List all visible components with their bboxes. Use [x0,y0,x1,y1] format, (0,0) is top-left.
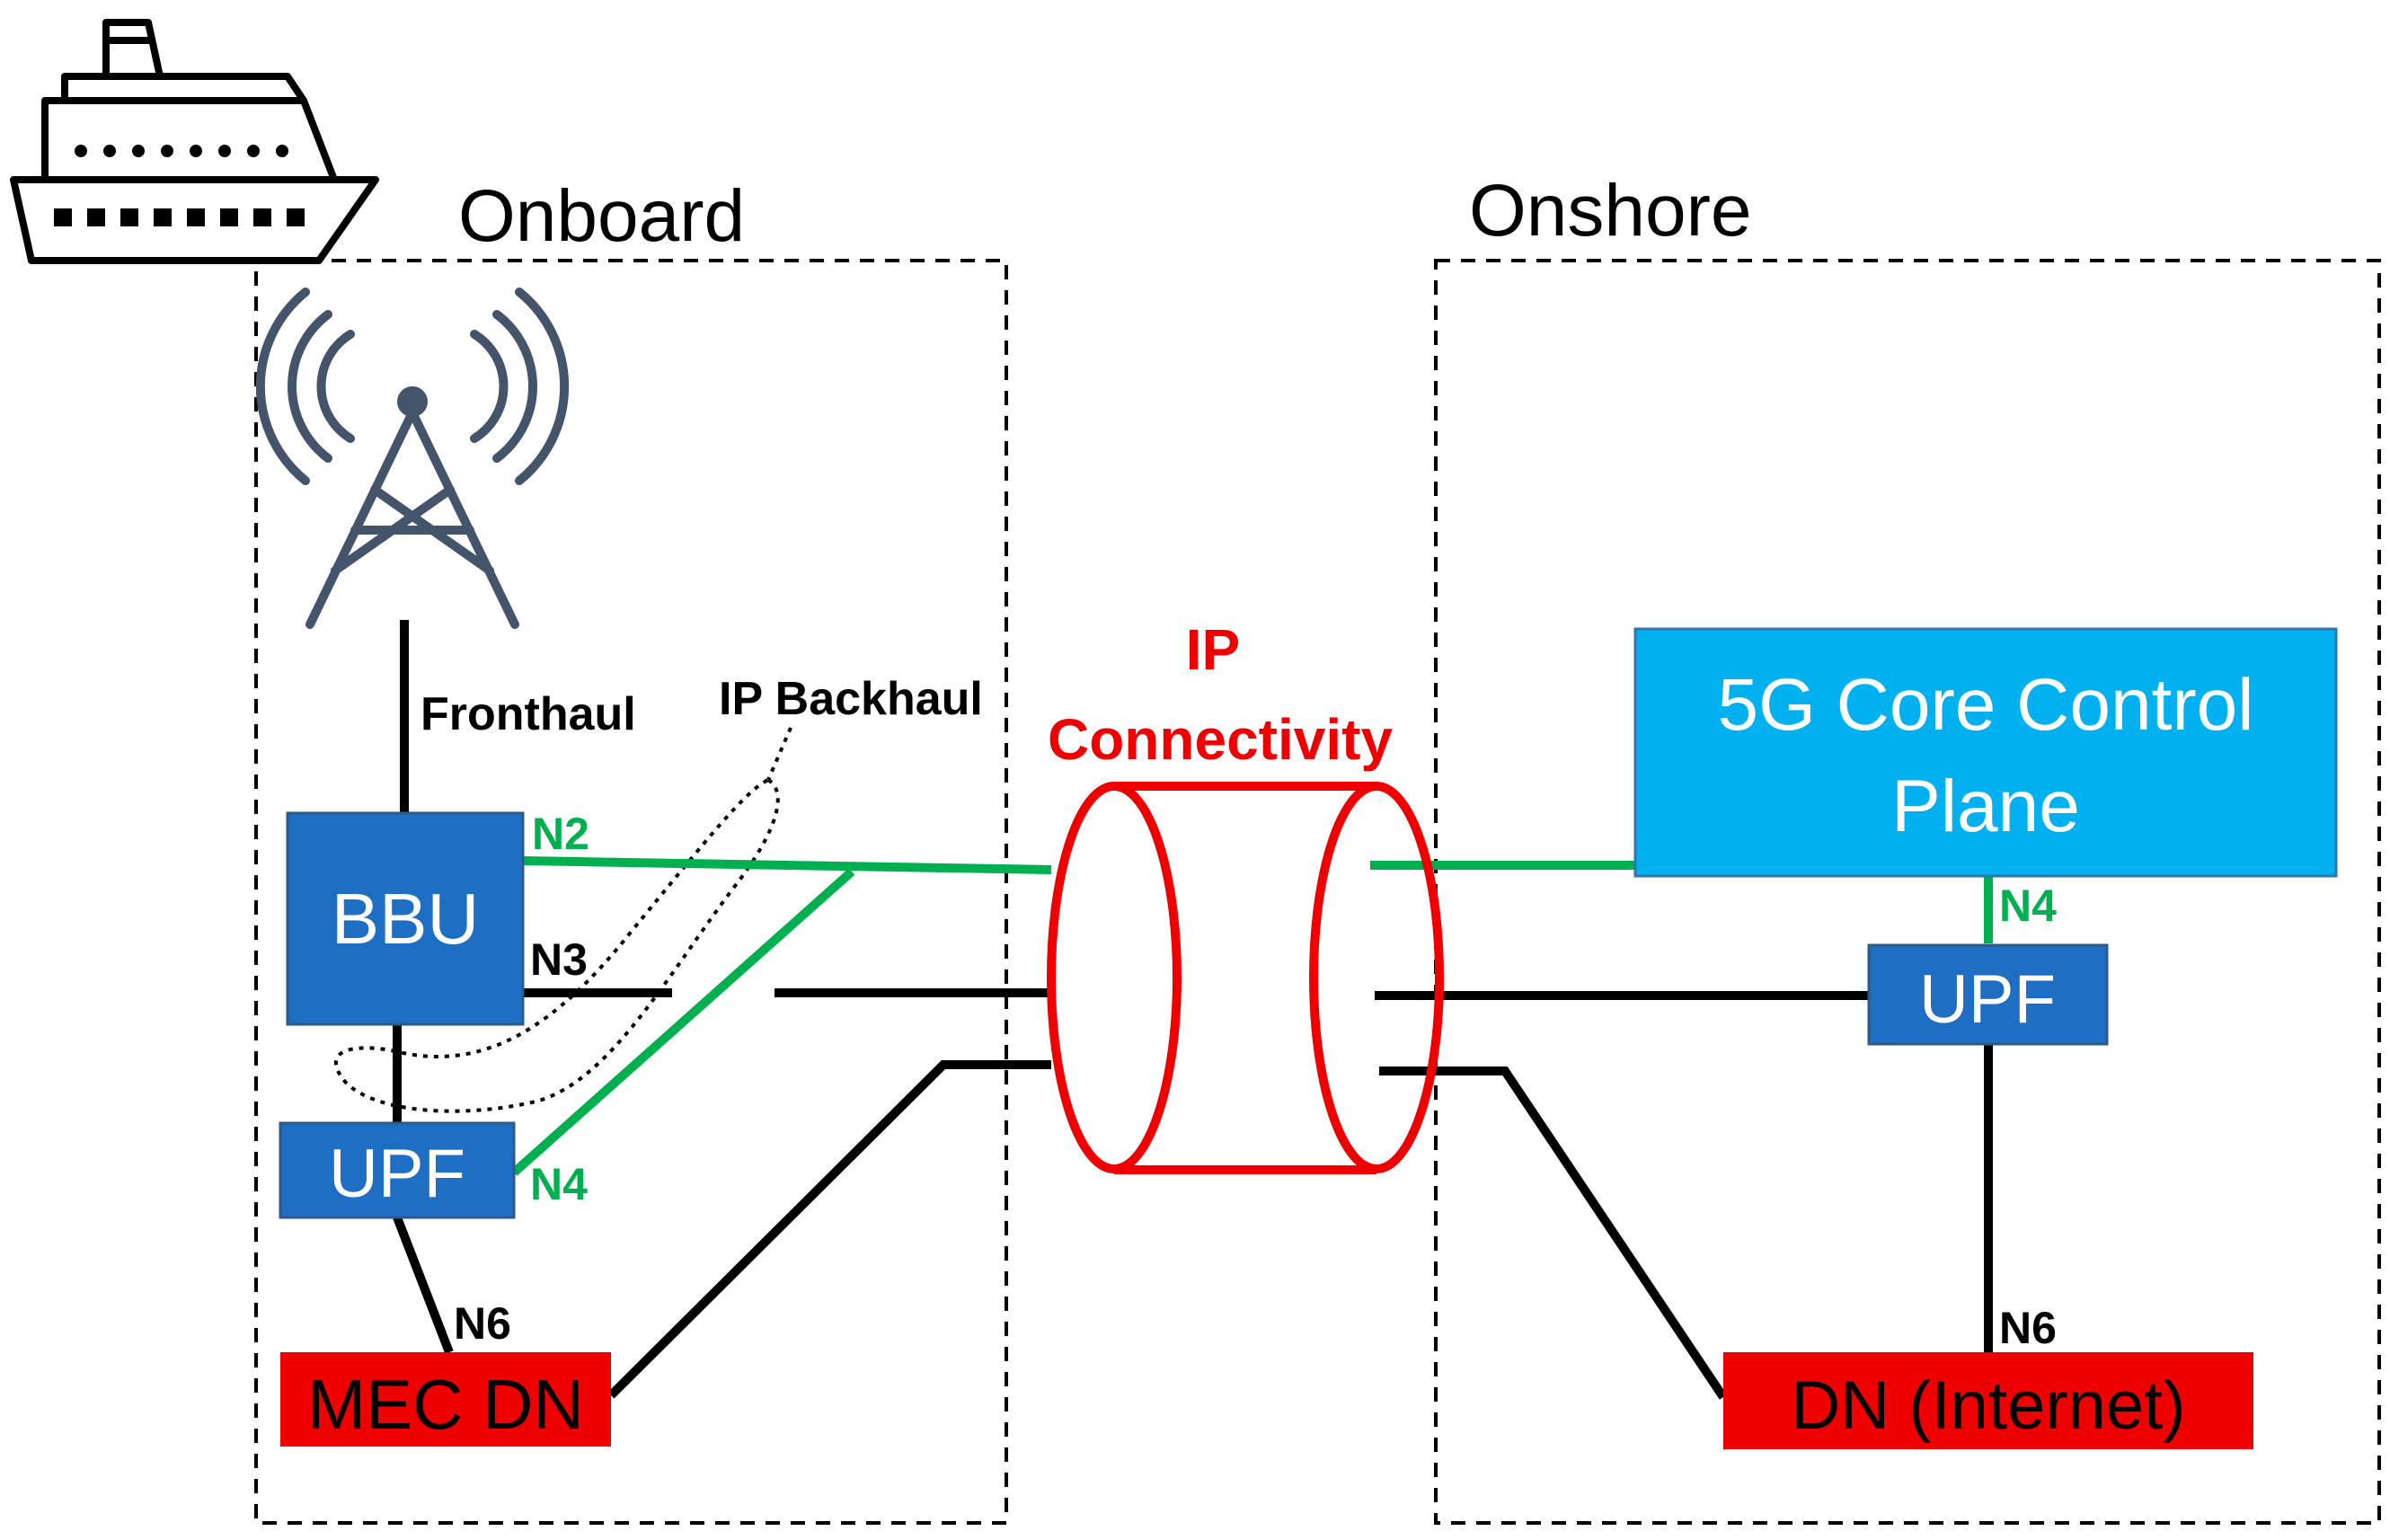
bbu-label: BBU [332,879,480,959]
data-links [393,620,1993,1400]
antenna-tower-icon [255,288,570,629]
control-links [510,856,1993,1176]
ip-connectivity-label-line2: Connectivity [1048,707,1393,772]
n3-label: N3 [530,934,588,985]
n6-onboard-link [393,1216,454,1354]
ip-backhaul-outline [333,727,792,1113]
n4-onboard-label: N4 [530,1159,588,1209]
n2-link [522,856,1052,874]
onboard-title: Onboard [458,175,745,257]
n6-onshore-label: N6 [1999,1303,2057,1353]
core-control-plane-node: 5G Core Control Plane [1633,627,2338,878]
upf-onshore-label: UPF [1919,961,2056,1038]
dn-internet-label: DN (Internet) [1791,1367,2185,1444]
upf-onshore-node: UPF [1867,943,2109,1046]
ip-connectivity-label-line1: IP [1186,617,1240,682]
mec-dn-label: MEC DN [307,1365,584,1444]
ip-backhaul-label: IP Backhaul [719,673,983,725]
core-control-label-line1: 5G Core Control [1717,664,2253,746]
fronthaul-label: Fronthaul [420,688,636,740]
ship-icon [10,19,379,264]
internet-link [1379,1066,1728,1400]
upf-onboard-node: UPF [279,1121,516,1219]
upf-onboard-label: UPF [329,1136,465,1212]
dn-internet-node: DN (Internet) [1723,1352,2253,1449]
n4-onshore-label: N4 [1999,881,2057,931]
n4-onboard-link [510,868,855,1176]
mec-dn-link [607,1060,1051,1399]
ip-connectivity-cylinder [1047,782,1444,1174]
core-control-label-line2: Plane [1891,766,2080,847]
n2-label: N2 [532,809,589,859]
bbu-node: BBU [286,811,525,1026]
n6-onboard-label: N6 [454,1298,511,1349]
onshore-title: Onshore [1469,170,1752,252]
mec-dn-node: MEC DN [280,1352,611,1447]
onshore-region [1434,259,2381,1525]
